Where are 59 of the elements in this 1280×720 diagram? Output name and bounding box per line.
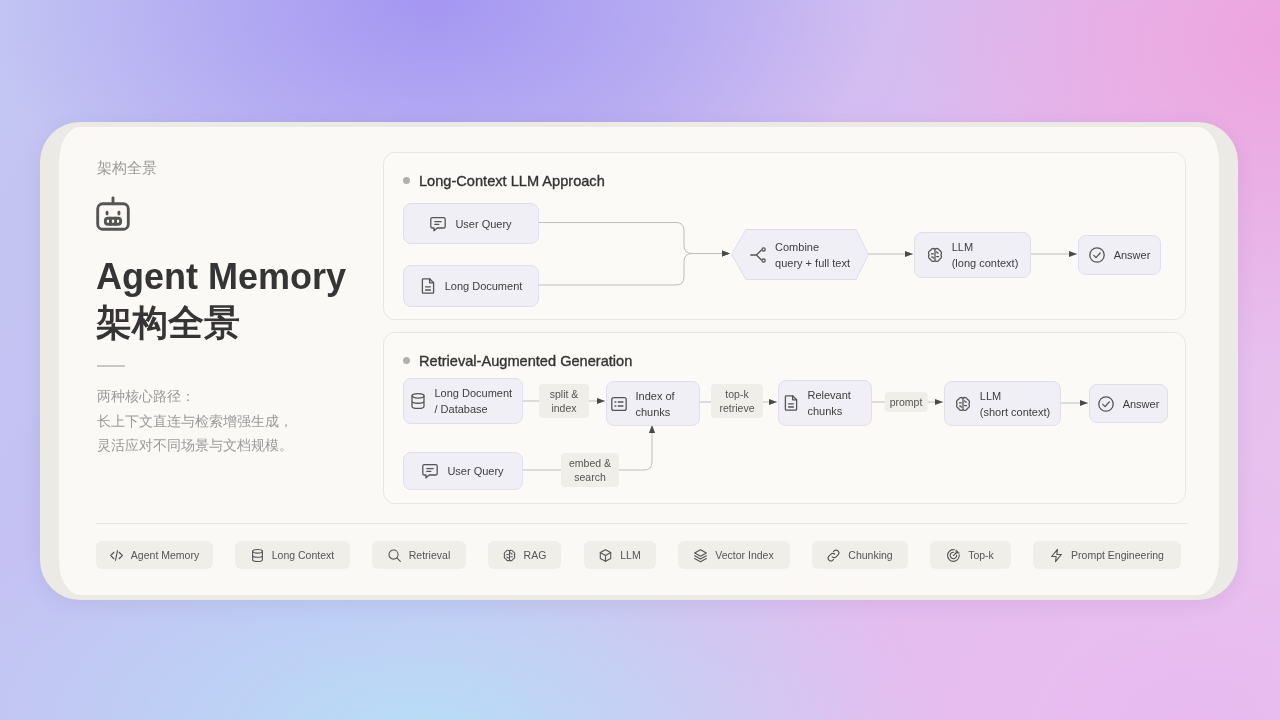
section-panel: [383, 332, 1186, 504]
tag-chip: [235, 541, 350, 569]
node-label: User Query: [455, 216, 512, 232]
panel-heading: Long-Context LLM Approach: [419, 172, 605, 190]
tag-chip: [812, 541, 908, 569]
tag-chip: [96, 541, 213, 569]
node-label: Long Document / Database: [434, 386, 514, 417]
tag-label: Long Context: [271, 548, 335, 563]
arrow: [1029, 250, 1078, 258]
tag-label: Retrieval: [408, 548, 451, 563]
tag-label: LLM: [620, 548, 641, 563]
process-box: [1089, 384, 1168, 423]
process-box: [914, 232, 1031, 278]
edge-label: split & index: [539, 384, 589, 418]
arrow: [867, 250, 914, 258]
title: Agent Memory 架构全景: [96, 255, 348, 345]
tag-label: Top-k: [968, 548, 994, 563]
node-label: LLM: [979, 388, 1003, 404]
process-box: [944, 381, 1061, 426]
node-label: LLM: [951, 240, 975, 255]
tag-label: Agent Memory: [130, 548, 200, 563]
node-label: Answer: [1113, 248, 1151, 263]
node-label: User Query: [447, 464, 504, 479]
section-label: 架构全景: [97, 158, 157, 178]
node-label: query + full text: [775, 255, 850, 271]
description-text: 长上下文直连与检索增强生成，灵活应对不同场景与文档规模。: [97, 413, 294, 455]
tag-label: RAG: [523, 548, 547, 563]
tag-chip: [678, 541, 790, 569]
node-label: Answer: [1122, 396, 1160, 412]
edge-label: embed & search: [561, 453, 619, 487]
arrow: [1059, 399, 1089, 407]
hexagon-box: [731, 229, 869, 280]
node-label: (short context): [979, 404, 1051, 420]
process-box: [403, 452, 523, 490]
process-box: [403, 203, 539, 244]
process-box: [778, 380, 872, 426]
tag-label: Vector Index: [715, 548, 774, 563]
panel-heading: Retrieval-Augmented Generation: [419, 352, 633, 370]
node-label: Long Document: [444, 279, 523, 294]
node-label: Relevant chunks: [807, 388, 852, 419]
description-text: 两种核心路径：: [97, 388, 195, 406]
tag-label: Chunking: [848, 548, 893, 563]
node-label: (long context): [951, 256, 1019, 271]
edge-label: prompt: [884, 392, 928, 412]
section-panel: [383, 152, 1186, 320]
process-box: [403, 265, 539, 307]
process-box: [606, 381, 700, 426]
arrow: [537, 250, 731, 286]
tag-chip: [372, 541, 466, 569]
tag-chip: [930, 541, 1011, 569]
tag-chip: [1033, 541, 1181, 569]
tag-chip: [584, 541, 656, 569]
node-label: Combine: [775, 239, 821, 255]
edge-label: top-k retrieve: [711, 384, 763, 418]
node-label: Index of chunks: [635, 388, 676, 420]
tag-chip: [488, 541, 561, 569]
process-box: [403, 378, 523, 424]
process-box: [1078, 235, 1161, 275]
tag-label: Prompt Engineering: [1071, 548, 1164, 563]
